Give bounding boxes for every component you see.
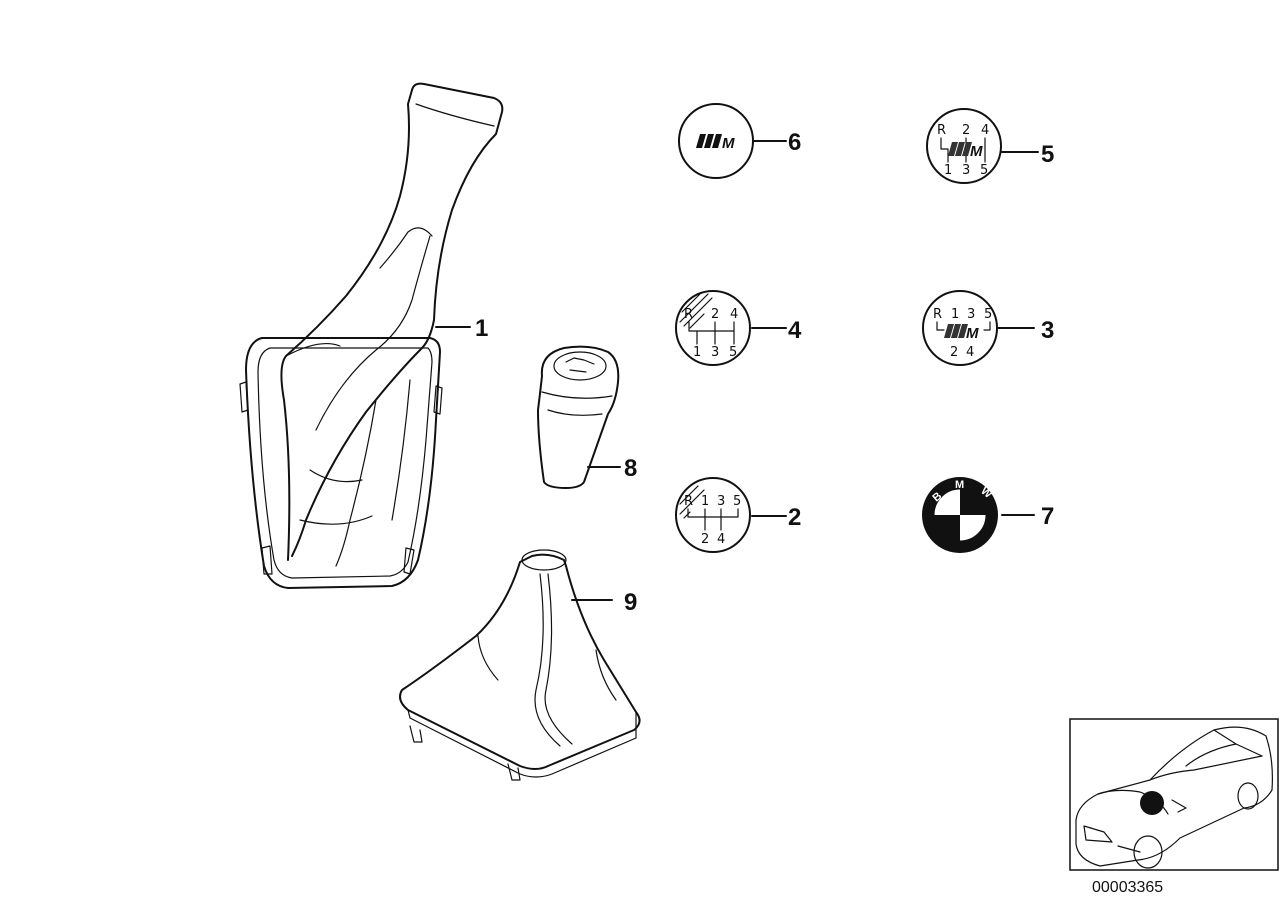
- gear-top-2: 4: [981, 123, 989, 138]
- part-7-bmw-roundel[interactable]: B M W: [922, 477, 1035, 553]
- callout-1: 1: [475, 315, 488, 342]
- part-1-gear-lever-boot[interactable]: [239, 82, 504, 589]
- gear-r: R: [684, 307, 693, 322]
- gear-top-1: 2: [962, 123, 970, 138]
- gear-bottom-2: 3: [711, 345, 719, 360]
- hatched-area-icon: [679, 485, 705, 519]
- gear-bottom-2: 4: [966, 345, 974, 360]
- gear-bottom-3: 5: [980, 163, 988, 178]
- diagram-number: 00003365: [1092, 879, 1163, 896]
- callout-7: 7: [1041, 503, 1054, 530]
- gear-r: R: [933, 307, 942, 322]
- m-stripes-icon: [696, 134, 722, 148]
- callout-8: 8: [624, 455, 637, 482]
- gear-r: R: [937, 123, 946, 138]
- part-5-m-shift-pattern-emblem[interactable]: R 2 4 1 3 5 M: [926, 108, 1039, 184]
- m-logo: M: [970, 143, 983, 160]
- bmw-letter-m: M: [955, 479, 964, 491]
- part-8-gear-knob[interactable]: [537, 345, 621, 489]
- m-logo: M: [966, 325, 979, 342]
- gear-top-3: 5: [733, 494, 741, 509]
- callout-5: 5: [1041, 141, 1054, 168]
- gear-top-1: 2: [711, 307, 719, 322]
- gear-top-1: 1: [701, 494, 709, 509]
- hatched-area-icon: [679, 293, 713, 329]
- part-4-shift-pattern-emblem[interactable]: R 2 4 1 3 5: [675, 290, 787, 366]
- gear-top-2: 4: [730, 307, 738, 322]
- callout-6: 6: [788, 129, 801, 156]
- location-marker-icon: [1140, 791, 1164, 815]
- car-outline-icon: [1075, 726, 1273, 869]
- gear-bottom-1: 2: [950, 345, 958, 360]
- gear-bottom-3: 5: [729, 345, 737, 360]
- part-2-shift-pattern-emblem[interactable]: R 1 3 5 2 4: [675, 477, 787, 553]
- callout-3: 3: [1041, 317, 1054, 344]
- part-9-short-gear-boot[interactable]: [399, 549, 641, 781]
- vehicle-location-inset: [1069, 718, 1279, 871]
- gear-r: R: [684, 494, 693, 509]
- gear-bottom-2: 3: [962, 163, 970, 178]
- gear-top-1: 1: [951, 307, 959, 322]
- callout-2: 2: [788, 504, 801, 531]
- m-stripes-icon: [948, 142, 972, 156]
- gear-bottom-1: 2: [701, 532, 709, 547]
- gear-top-3: 5: [984, 307, 992, 322]
- gear-top-2: 3: [717, 494, 725, 509]
- callout-9: 9: [624, 589, 637, 616]
- gear-top-2: 3: [967, 307, 975, 322]
- gear-bottom-1: 1: [944, 163, 952, 178]
- callout-4: 4: [788, 317, 802, 344]
- gear-bottom-1: 1: [693, 345, 701, 360]
- part-6-m-emblem[interactable]: M: [678, 103, 787, 179]
- m-logo: M: [722, 135, 735, 152]
- gear-bottom-2: 4: [717, 532, 725, 547]
- part-3-m-shift-pattern-emblem[interactable]: R 1 3 5 2 4 M: [922, 290, 1035, 366]
- m-stripes-icon: [944, 324, 968, 338]
